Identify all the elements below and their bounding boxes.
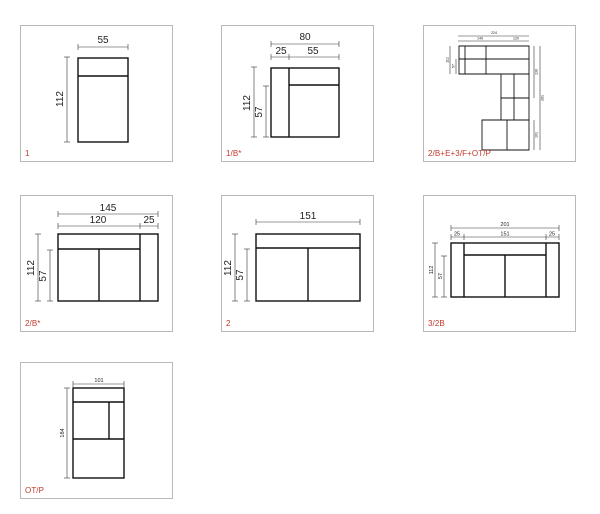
module-code: OT/P <box>25 486 45 495</box>
dim-width-label: 55 <box>97 35 109 46</box>
module-panel-2: 151 112 57 2 <box>221 195 374 332</box>
dim-total-label: 145 <box>100 203 117 214</box>
module-panel-2-b: 145 120 25 112 57 2/B* <box>20 195 173 332</box>
dim-seat-label: 120 <box>90 215 107 226</box>
dim-left-b-label: 57 <box>452 64 456 68</box>
dim-arm-right-label: 25 <box>549 232 555 238</box>
dim-width-label: 101 <box>94 378 103 384</box>
dim-right-b-label: 281 <box>541 95 545 101</box>
module-panel-1: 55 112 1 <box>20 25 173 162</box>
module-2-b-drawing: 145 120 25 112 57 <box>26 203 159 302</box>
dim-right-a-label: 136 <box>535 69 539 75</box>
dim-depth-label: 112 <box>429 266 435 275</box>
module-panel-corner: 224 149 120 112 57 136 281 101 2/B+E+ <box>423 25 576 162</box>
module-panel-ot-p: 101 184 OT/P <box>20 362 173 499</box>
dim-seat-depth-label: 57 <box>235 269 246 281</box>
dim-top-left-label: 149 <box>477 37 483 41</box>
dim-seat-depth-label: 57 <box>38 270 49 282</box>
dim-right-c-label: 101 <box>535 132 539 138</box>
dim-arm-label: 25 <box>143 215 155 226</box>
dim-width-label: 151 <box>300 211 317 222</box>
dim-top-right-label: 120 <box>513 37 519 41</box>
dim-depth-label: 112 <box>55 91 66 107</box>
module-code: 1 <box>25 149 30 158</box>
module-code: 3/2B <box>428 319 445 328</box>
module-code: 2/B+E+3/F+OT/P <box>428 149 491 158</box>
module-1-drawing: 55 112 <box>55 35 129 143</box>
module-1-b-drawing: 80 25 55 112 57 <box>242 32 340 138</box>
dim-depth-label: 112 <box>26 260 37 276</box>
module-2-drawing: 151 112 57 <box>223 211 361 302</box>
dim-left-a-label: 112 <box>446 57 450 63</box>
module-3-2b-drawing: 201 25 151 25 112 57 <box>429 222 560 298</box>
dim-depth-label: 184 <box>60 428 66 437</box>
dim-seat-depth-label: 57 <box>438 273 444 279</box>
module-corner-drawing: 224 149 120 112 57 136 281 101 <box>446 31 545 151</box>
dim-total-label: 80 <box>299 32 311 43</box>
module-code: 1/B* <box>226 149 242 158</box>
dim-seat-label: 151 <box>500 232 509 238</box>
dim-depth-label: 112 <box>242 95 253 111</box>
dim-seat-label: 55 <box>307 46 319 57</box>
module-panel-3-2b: 201 25 151 25 112 57 3/2B <box>423 195 576 332</box>
dim-total-label: 201 <box>500 222 509 228</box>
dim-seat-depth-label: 57 <box>254 106 265 118</box>
dim-arm-label: 25 <box>275 46 287 57</box>
dim-depth-label: 112 <box>223 260 234 276</box>
module-code: 2/B* <box>25 319 41 328</box>
dim-arm-left-label: 25 <box>454 232 460 238</box>
module-code: 2 <box>226 319 231 328</box>
module-ot-p-drawing: 101 184 <box>60 378 125 479</box>
module-panel-1-b: 80 25 55 112 57 1/B* <box>221 25 374 162</box>
dim-top-total-label: 224 <box>491 31 497 35</box>
